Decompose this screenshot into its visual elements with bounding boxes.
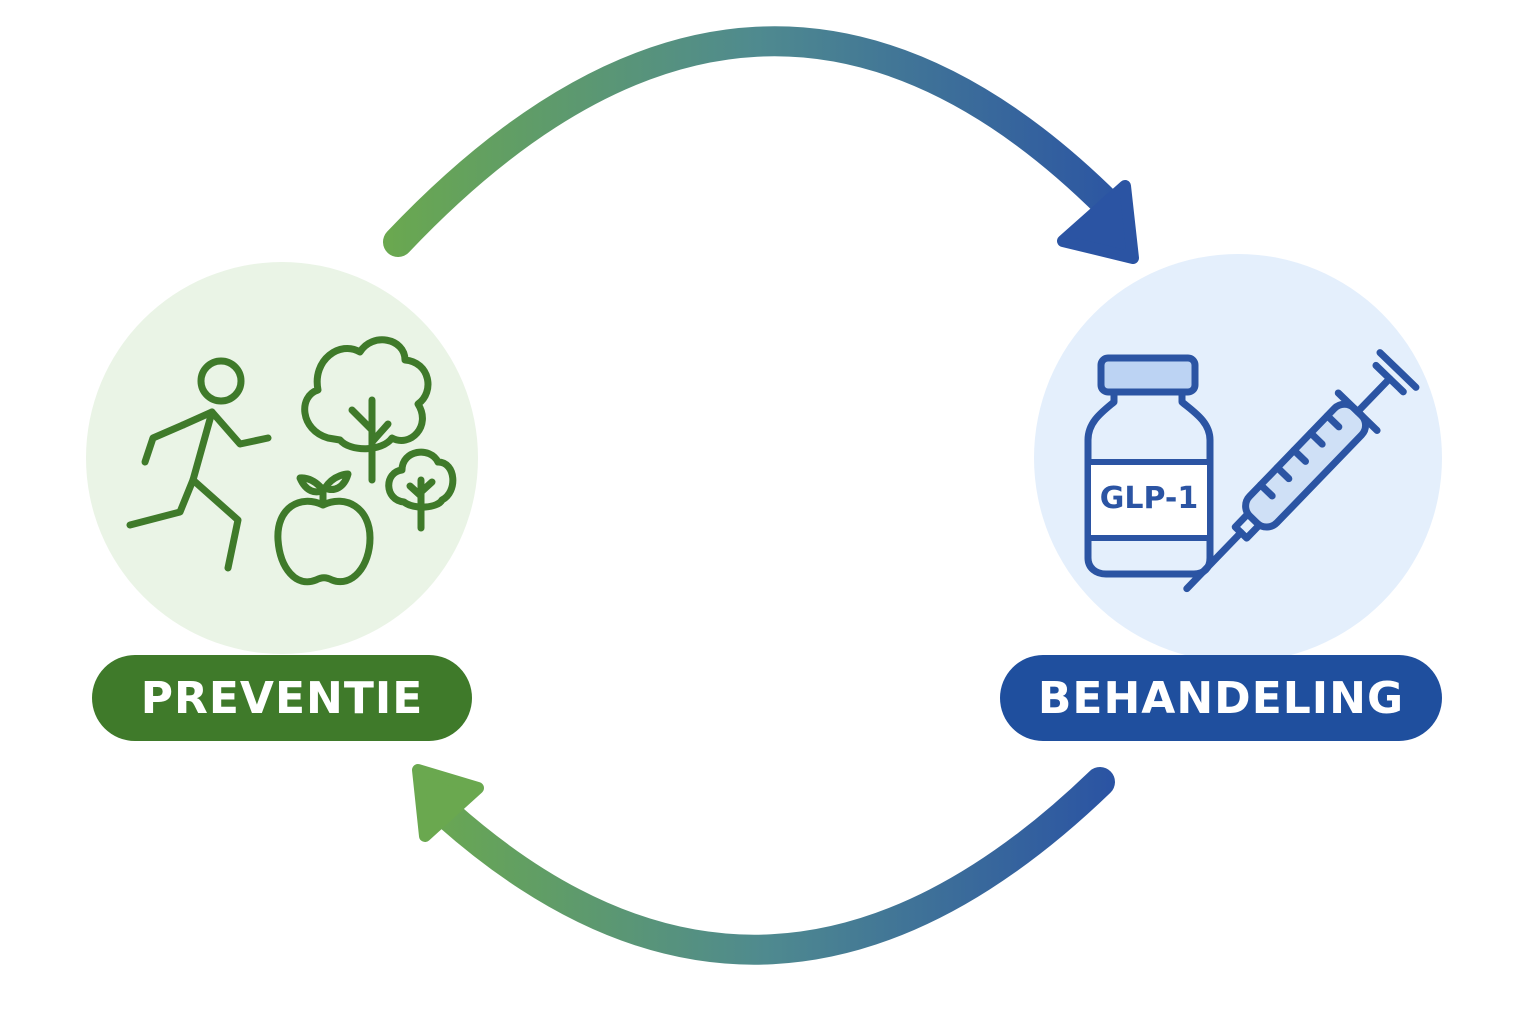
arrowhead-bottom-icon [412,764,484,842]
preventie-circle [86,262,478,654]
behandeling-label: BEHANDELING [1037,672,1405,724]
apple-icon [274,470,374,586]
preventie-label-pill: PREVENTIE [92,655,472,741]
arrow-behandeling-to-preventie [412,764,1115,965]
behandeling-circle [1034,254,1442,662]
running-person-icon [126,357,272,572]
arrow-preventie-to-behandeling [383,26,1139,264]
vial-label: GLP-1 [1100,481,1199,516]
arrowhead-top-icon [1057,180,1139,264]
preventie-label: PREVENTIE [140,672,424,724]
vial-icon: GLP-1 [1084,354,1214,578]
behandeling-label-pill: BEHANDELING [1000,655,1442,741]
tree-icon [301,336,432,484]
small-tree-icon [385,448,457,532]
syringe-icon [1183,349,1420,593]
